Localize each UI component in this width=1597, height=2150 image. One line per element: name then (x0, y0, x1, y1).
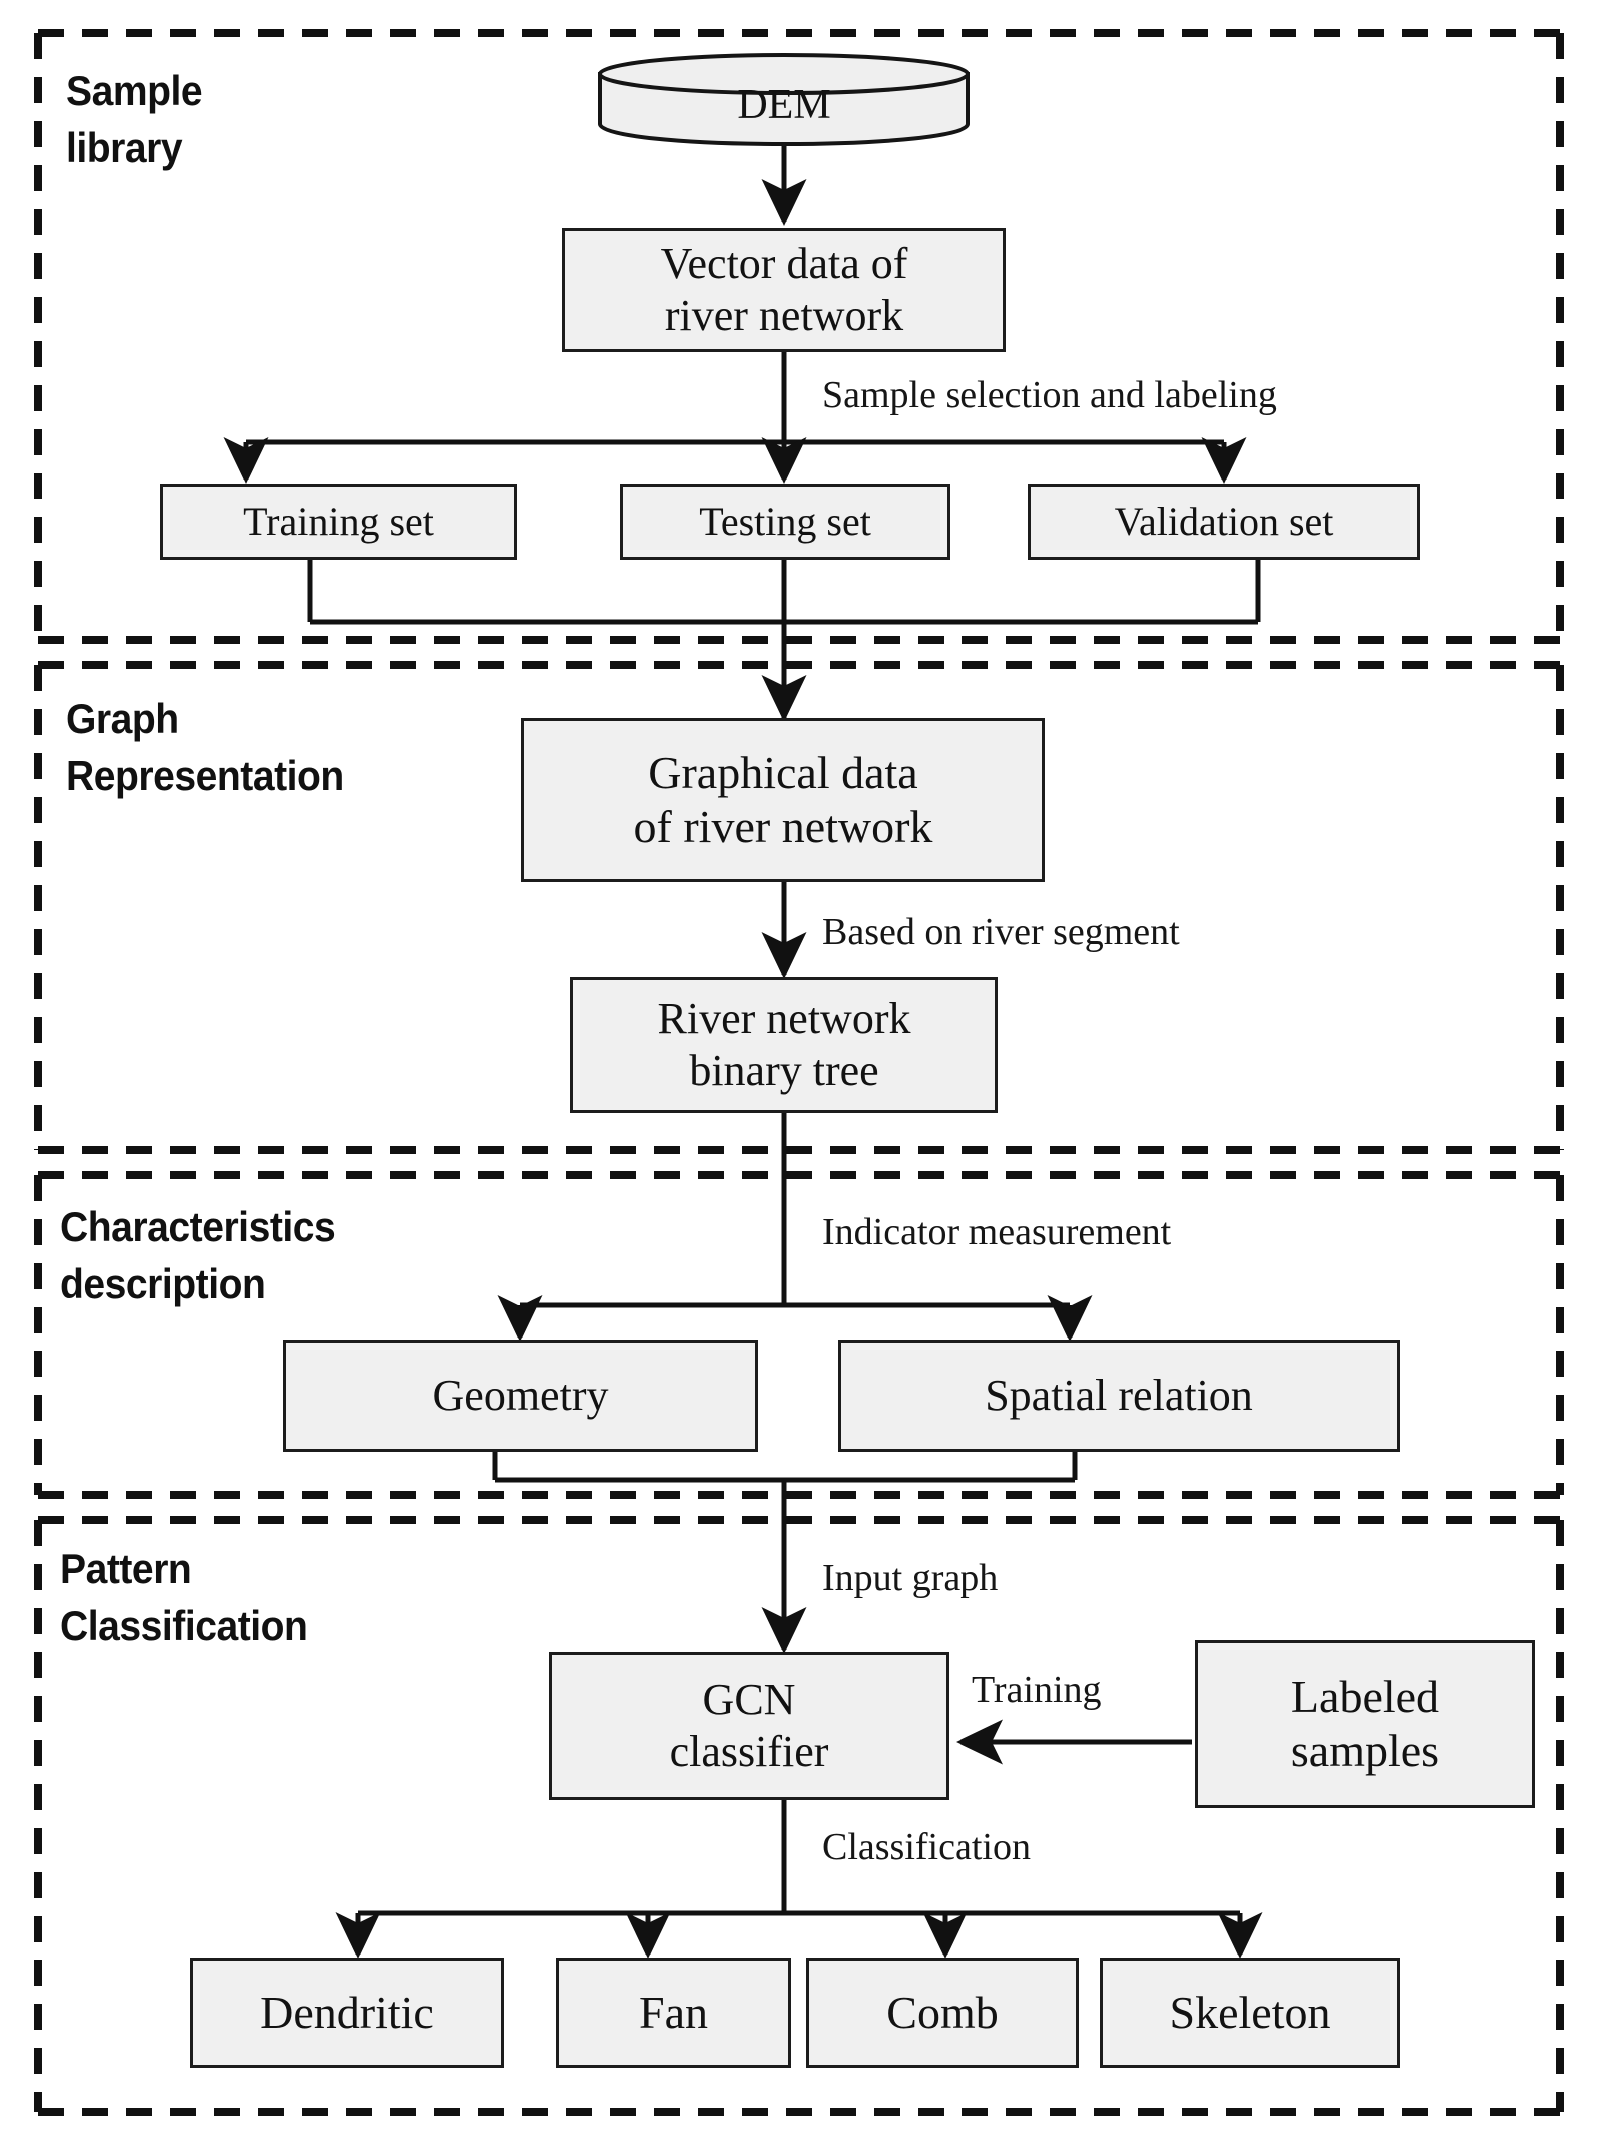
section-frame-sample-library (34, 29, 1564, 644)
section-frame-pattern-classification (34, 1516, 1564, 2116)
node-skeleton[interactable]: Skeleton (1100, 1958, 1400, 2068)
cylinder-shape (598, 53, 970, 146)
node-validation-set[interactable]: Validation set (1028, 484, 1420, 560)
node-geometry[interactable]: Geometry (283, 1340, 758, 1452)
section-label-pattern-classification: Pattern Classification (60, 1545, 308, 1650)
node-training-set[interactable]: Training set (160, 484, 517, 560)
edge-label-input-graph: Input graph (822, 1557, 999, 1599)
edge-label-sample-selection-and-labeling: Sample selection and labeling (822, 374, 1277, 416)
section-label-graph-representation: Graph Representation (66, 695, 344, 800)
node-labeled-samples[interactable]: Labeled samples (1195, 1640, 1535, 1808)
node-dendritic[interactable]: Dendritic (190, 1958, 504, 2068)
edge-label-classification: Classification (822, 1826, 1031, 1868)
edge-label-based-on-river-segment: Based on river segment (822, 911, 1180, 953)
dem-cylinder-node: DEM (596, 52, 972, 146)
node-comb[interactable]: Comb (806, 1958, 1079, 2068)
node-testing-set[interactable]: Testing set (620, 484, 950, 560)
section-label-sample-library: Sample library (66, 67, 203, 172)
section-label-characteristics-description: Characteristics description (60, 1203, 336, 1308)
edge-label-training: Training (972, 1669, 1102, 1711)
node-gcn-classifier[interactable]: GCN classifier (549, 1652, 949, 1800)
node-river-network-binary-tree[interactable]: River network binary tree (570, 977, 998, 1113)
dem-label: DEM (737, 82, 831, 128)
node-vector-data-of-river-network[interactable]: Vector data of river network (562, 228, 1006, 352)
node-spatial-relation[interactable]: Spatial relation (838, 1340, 1400, 1452)
section-frame-characteristics-description (34, 1171, 1564, 1499)
node-graphical-data-of-river-network[interactable]: Graphical data of river network (521, 718, 1045, 882)
section-frame-graph-representation (34, 661, 1564, 1154)
edge-label-indicator-measurement: Indicator measurement (822, 1211, 1172, 1253)
node-fan[interactable]: Fan (556, 1958, 791, 2068)
